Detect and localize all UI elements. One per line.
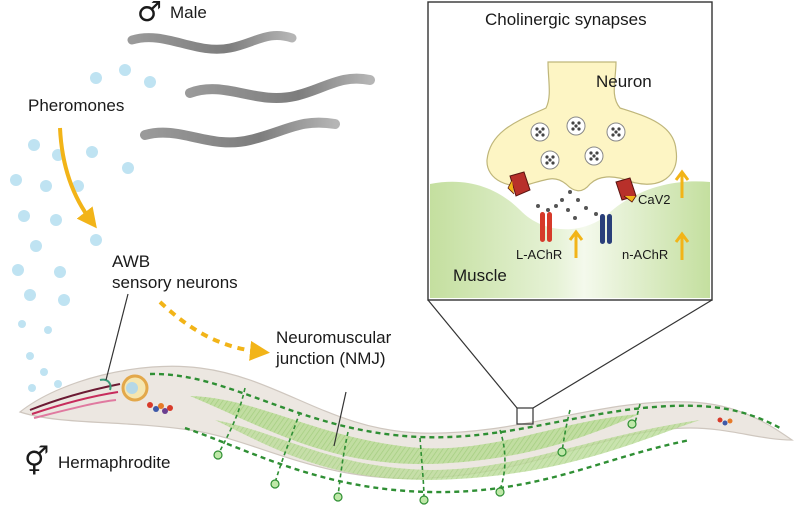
awb-label-line1: AWB <box>112 252 151 271</box>
ach-molecules <box>536 190 598 220</box>
pheromone-droplet <box>119 64 131 76</box>
l-achr-up-arrow <box>568 229 584 258</box>
pheromone-droplet <box>24 289 36 301</box>
awb-label-line2: sensory neurons <box>112 273 238 292</box>
pheromone-droplet <box>54 266 66 278</box>
hermaphrodite-symbol: ⚥ <box>24 445 50 478</box>
synapse-inset <box>427 1 713 301</box>
pheromone-droplet <box>28 384 36 392</box>
vesicles <box>530 116 626 170</box>
nmj-leader <box>333 391 347 447</box>
pheromone-arrow <box>58 127 97 229</box>
pheromone-droplet <box>12 264 24 276</box>
pheromone-droplet <box>90 72 102 84</box>
pheromone-droplet <box>58 294 70 306</box>
pheromone-droplet <box>122 162 134 174</box>
signal-dashed-arrow <box>158 300 270 361</box>
nmj-line <box>149 372 781 439</box>
male-worm-2 <box>185 73 375 103</box>
muscle-label: Muscle <box>453 266 507 285</box>
pheromone-droplet <box>40 180 52 192</box>
muscle-band-1 <box>190 396 640 465</box>
awb-leader <box>105 293 129 381</box>
hermaphrodite-label: Hermaphrodite <box>58 453 171 472</box>
male-worm-3 <box>140 117 340 148</box>
pheromone-droplet <box>10 174 22 186</box>
l-achr-receptor <box>540 212 552 242</box>
l-achr-label: L-AChR <box>516 247 563 262</box>
pheromone-droplet <box>18 210 30 222</box>
zoom-line-right <box>532 299 713 409</box>
pheromone-droplet <box>90 234 102 246</box>
head-neurons <box>29 378 121 419</box>
male-label: Male <box>170 3 207 22</box>
male-symbol: ♂ <box>137 0 163 28</box>
n-achr-up-arrow <box>674 231 690 260</box>
cav2-label: CaV2 <box>638 192 671 207</box>
cell-bodies <box>213 419 637 505</box>
head-cell-dots <box>147 402 733 426</box>
pheromones-label: Pheromones <box>28 96 125 115</box>
pheromone-droplet <box>44 326 52 334</box>
cav2-channel-left <box>507 171 531 197</box>
cav2-up-arrow <box>674 169 690 198</box>
nmj-label-line1: Neuromuscular <box>276 328 392 347</box>
pheromone-droplet <box>26 352 34 360</box>
nmj-label-line2: junction (NMJ) <box>276 349 386 368</box>
inset-title: Cholinergic synapses <box>485 10 647 29</box>
pheromone-droplet <box>40 368 48 376</box>
neuron-label: Neuron <box>596 72 652 91</box>
pheromone-droplets <box>10 64 156 392</box>
nmj-line-ventral <box>184 426 691 494</box>
pheromone-droplet <box>18 320 26 328</box>
male-worms <box>127 30 375 148</box>
pheromone-droplet <box>144 76 156 88</box>
pheromone-droplet <box>86 146 98 158</box>
zoom-line-left <box>427 299 518 409</box>
hermaphrodite-worm <box>18 365 794 505</box>
zoom-box <box>516 407 534 425</box>
n-achr-label: n-AChR <box>622 247 669 262</box>
cav2-channel-right <box>615 177 637 203</box>
pheromone-droplet <box>54 380 62 388</box>
pheromone-droplet <box>28 139 40 151</box>
up-arrows <box>568 169 690 260</box>
muscle-band-2 <box>215 420 700 480</box>
n-achr-receptor <box>600 214 612 244</box>
worm-body <box>18 365 794 480</box>
pheromone-droplet <box>50 214 62 226</box>
pheromone-droplet <box>30 240 42 252</box>
male-worm-1 <box>127 30 297 54</box>
